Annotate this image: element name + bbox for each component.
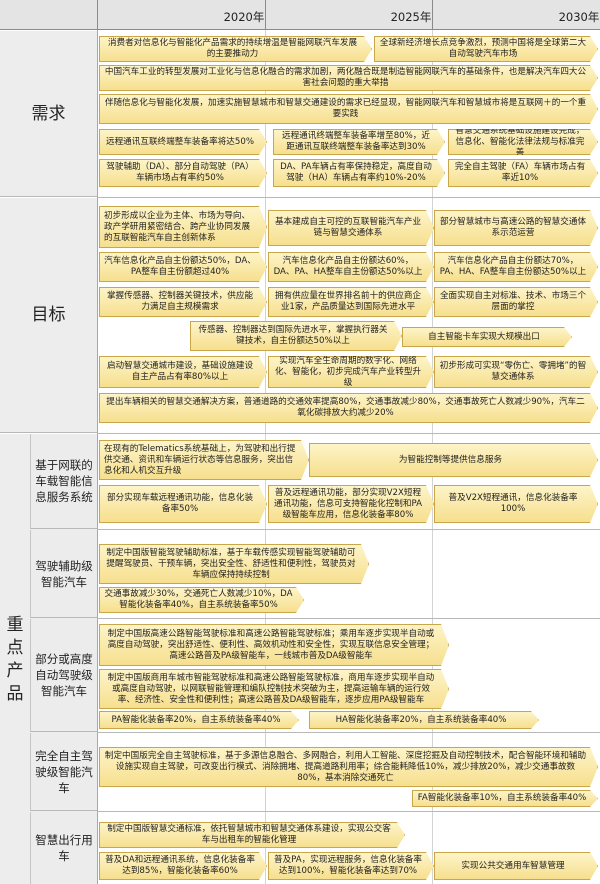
goal-arrow-2: 基本建成自主可控的互联智能汽车产业链与智慧交通体系 [268,210,434,246]
goal-arrow-1: 初步形成以企业为主体、市场为导向、政产学研用紧密结合、跨产业协同发展的互联智能汽… [99,206,267,248]
demand-arrow-8: 驾驶辅助（DA）、部分自动驾驶（PA）车辆市场占有率约50% [99,159,267,187]
product-mobility-arrow-3: 普及PA，实现远程服务，信息化装备率达到100%，智能化装备率达到70% [268,852,434,880]
demand-arrow-10: 完全自主驾驶（FA）车辆市场占有率近10% [448,159,598,187]
product-da-arrow-2: 交通事故减少30%，交通死亡人数减少10%，DA智能化装备率40%，自主系统装备… [99,587,304,613]
goal-arrow-14: 初步形成可实现“零伤亡、零拥堵”的智慧交通体系 [434,356,598,388]
subsection-full-auto: 完全自主驾驶级智能汽车 [30,733,97,811]
subsection-smart-mobility: 智慧出行用车 [30,812,97,884]
product-fa-arrow-2: FA智能化装备率10%，自主系统装备率40% [412,790,598,807]
goal-arrow-7: 掌握传感器、控制器关键技术，供应能力满足自主规模需求 [99,287,267,317]
product-telematics-arrow-2: 为智能控制等提供信息服务 [309,443,598,477]
product-telematics-arrow-1: 在现有的Telematics系统基础上，为驾驶和出行提供交通、资讯和车辆运行状态… [99,440,309,480]
header-tick [97,0,98,30]
product-telematics-arrow-4: 普及远程通讯功能，部分实现V2X短程通讯功能，信息可支持智能化控制和PA级智能车… [268,485,434,523]
demand-arrow-1: 消费者对信息化与智能化产品需求的持续增温是智能网联汽车发展的主要推动力 [99,36,372,62]
product-telematics-arrow-3: 部分实现车载远程通讯功能，信息化装备率50% [99,485,267,523]
header-tick [432,0,433,30]
demand-arrow-4: 伴随信息化与智能化发展，加速实施智慧城市和智慧交通建设的需求已经显现，智能网联汽… [99,94,598,124]
demand-arrow-7: 智慧交通系统基础设施建设完成，信息化、智能化法律法规与标准完善 [448,129,598,155]
year-2025: 2025年 [390,10,432,24]
demand-arrow-6: 远程通讯终端整车装备率增至80%，近距通讯互联终端整车装备率达到30% [273,129,445,155]
grid-left-border [97,30,98,884]
product-pa-arrow-4: HA智能化装备率20%，自主系统装备率40% [309,711,539,729]
grid-row-divider [97,732,600,733]
product-pa-arrow-1: 制定中国版高速公路智能驾驶标准和高速公路智能驾驶标准；乘用车逐步实现半自动或高度… [99,624,449,666]
goal-arrow-15: 提出车辆相关的智慧交通解决方案，普通道路的交通效率提高80%，交通事故减少80%… [99,393,598,423]
section-demand: 需求 [0,31,97,197]
subsection-driver-assist: 驾驶辅助级智能汽车 [30,530,97,618]
section-goal-label: 目标 [31,305,66,325]
timeline-header: 2020年 2025年 2030年 [0,0,600,30]
goal-arrow-10: 传感器、控制器达到国际先进水平，掌握执行器关键技术，自主份额达50%以上 [190,321,402,351]
year-2020: 2020年 [223,10,265,24]
grid-row-divider [97,618,600,619]
product-pa-arrow-3: PA智能化装备率20%，自主系统装备率40% [99,711,299,729]
product-fa-arrow-1: 制定中国版完全自主驾驶标准，基于多源信息融合、多网融合，利用人工智能、深度挖掘及… [99,747,598,787]
grid-row-divider [97,197,600,198]
goal-arrow-8: 拥有供应量在世界排名前十的供应商企业1家，产品质量达到国际先进水平 [268,287,434,317]
demand-arrow-5: 远程通讯互联终端整车装备率将达50% [99,129,267,155]
product-telematics-arrow-5: 普及V2X短程通讯，信息化装备率100% [434,485,598,523]
year-2030: 2030年 [558,10,600,24]
header-tick [265,0,266,30]
goal-arrow-4: 汽车信息化产品自主份额达50%，DA、PA整车自主份额超过40% [99,252,267,282]
section-demand-label: 需求 [31,104,66,124]
demand-arrow-3: 中国汽车工业的转型发展对工业化与信息化融合的需求加剧，两化融合既是制造智能网联汽… [99,65,598,91]
product-da-arrow-1: 制定中国版智能驾驶辅助标准，基于车载传感实现智能驾驶辅助可提醒驾驶员、干预车辆，… [99,544,369,584]
product-mobility-arrow-2: 普及DA和远程通讯系统，信息化装备率达到85%，智能化装备率60% [99,852,267,880]
subsection-telematics: 基于网联的车载智能信息服务系统 [30,434,97,529]
section-goal: 目标 [0,198,97,433]
demand-arrow-9: DA、PA车辆占有率保持稳定，高度自动驾驶（HA）车辆占有率约10%-20% [273,159,445,187]
goal-arrow-11: 自主智能卡车实现大规模出口 [402,327,572,347]
demand-arrow-2: 全球新经济增长点竞争激烈，预测中国将是全球第二大自动驾驶汽车市场 [374,36,598,62]
goal-arrow-3: 部分智慧城市与高速公路的智慧交通体系示范运营 [434,210,598,246]
subsection-partial-auto: 部分或高度自动驾驶级智能汽车 [30,619,97,732]
product-mobility-arrow-1: 制定中国版智慧交通标准，依托智慧城市和智慧交通体系建设，实现公交客车与出租车的智… [99,822,405,848]
goal-arrow-5: 汽车信息化产品自主份额达60%，DA、PA、HA整车自主份额达50%以上 [268,252,434,282]
goal-arrow-9: 全面实现自主对标准、技术、市场三个层面的掌控 [434,287,598,317]
grid-row-divider [97,811,600,812]
goal-arrow-6: 汽车信息化产品自主份额达70%，PA、HA、FA整车自主份额达50%以上 [434,252,598,282]
grid-row-divider [97,529,600,530]
goal-arrow-12: 启动智慧交通城市建设，基础设施建设自主产品占有率80%以上 [99,356,267,388]
product-mobility-arrow-4: 实现公共交通用车智慧管理 [434,852,598,880]
goal-arrow-13: 实现汽车全生命周期的数字化、网络化、智能化，初步完成汽车产业转型升级 [268,356,434,388]
product-pa-arrow-2: 制定中国版商用车城市智能驾驶标准和高速公路智能驾驶标准，商用车逐步实现半自动或高… [99,669,449,709]
grid-row-divider [97,433,600,434]
section-products-label: 重点产品 [6,615,24,704]
